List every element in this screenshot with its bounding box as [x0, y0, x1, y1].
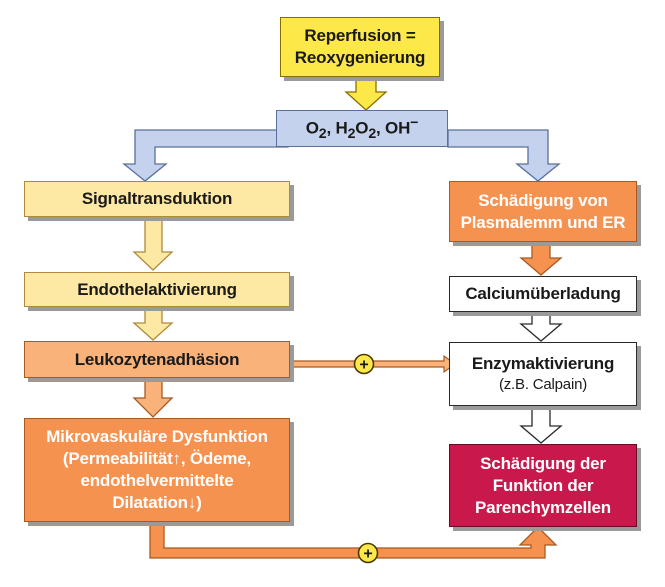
node-parenchym-line3: Parenchymzellen [475, 497, 611, 517]
node-signaltransduktion: Signaltransduktion [24, 181, 290, 217]
node-mikrovaskulaer-line3: endothelvermittelte [80, 471, 234, 490]
node-mikrovaskulaer-line2: (Permeabilität↑, Ödeme, [62, 449, 252, 468]
arrow-reperfusion-to-ros [344, 77, 388, 111]
node-endothelaktivierung: Endothelaktivierung [24, 272, 290, 307]
arrow-leuko-to-mikro [132, 377, 174, 418]
ros-h-sub: 2 [347, 126, 356, 143]
node-parenchym-line2: Funktion der [492, 475, 594, 495]
arrow-endothel-to-leuko [132, 306, 174, 341]
node-parenchym: Schädigung der Funktion der Parenchymzel… [449, 444, 637, 527]
arrow-mikro-to-parenchym [149, 521, 558, 559]
ros-sep1: , [326, 118, 336, 138]
node-reperfusion-line2: Reoxygenierung [294, 48, 426, 67]
ros-oh: OH [385, 118, 411, 138]
arrow-membran-to-calcium [519, 241, 563, 276]
node-reperfusion: Reperfusion = Reoxygenierung [280, 17, 440, 77]
plus-badge-lower: + [357, 542, 379, 564]
ros-oh-sup: − [410, 114, 419, 131]
node-calcium-label: Calciumüberladung [465, 284, 621, 303]
node-leukozytenadhaesion: Leukozytenadhäsion [24, 341, 290, 378]
node-signaltransduktion-label: Signaltransduktion [81, 189, 233, 208]
node-enzym-line1: Enzymaktivierung [471, 354, 615, 373]
arrow-ros-to-signal [122, 129, 289, 182]
arrow-ros-to-membran [447, 129, 561, 182]
node-mikrovaskulaer: Mikrovaskuläre Dysfunktion (Permeabilitä… [24, 418, 290, 522]
plus-sign-lower: + [363, 546, 372, 563]
node-ros: O2, H2O2, OH− [276, 110, 448, 147]
ros-sep2: , [376, 118, 386, 138]
node-leukozytenadhaesion-label: Leukozytenadhäsion [74, 349, 240, 369]
node-schaedigung-membran-line1: Schädigung von [478, 190, 608, 210]
node-schaedigung-membran-line2: Plasmalemm und ER [460, 212, 626, 232]
node-mikrovaskulaer-line4: Dilatation↓) [112, 493, 202, 512]
ros-o-sub: 2 [318, 126, 327, 143]
arrow-signal-to-endothel [132, 217, 174, 271]
node-reperfusion-line1: Reperfusion = [304, 26, 416, 45]
ros-o2-sub: 2 [368, 126, 376, 143]
node-enzym: Enzymaktivierung (z.B. Calpain) [449, 342, 637, 406]
node-ros-formula: O2, H2O2, OH− [305, 112, 419, 145]
node-parenchym-line1: Schädigung der [480, 453, 606, 473]
arrow-calcium-to-enzym [519, 311, 563, 342]
node-calcium: Calciumüberladung [449, 276, 637, 312]
node-mikrovaskulaer-line1: Mikrovaskuläre Dysfunktion [46, 427, 268, 446]
ros-h: H [335, 118, 348, 138]
node-endothelaktivierung-label: Endothelaktivierung [77, 279, 237, 299]
node-enzym-line2: (z.B. Calpain) [498, 376, 588, 393]
arrow-enzym-to-parenchym [519, 405, 563, 444]
ros-o: O [305, 118, 319, 138]
plus-sign-upper: + [359, 357, 368, 374]
plus-badge-upper: + [353, 353, 375, 375]
node-schaedigung-membran: Schädigung von Plasmalemm und ER [449, 181, 637, 242]
ros-o2: O [355, 118, 369, 138]
